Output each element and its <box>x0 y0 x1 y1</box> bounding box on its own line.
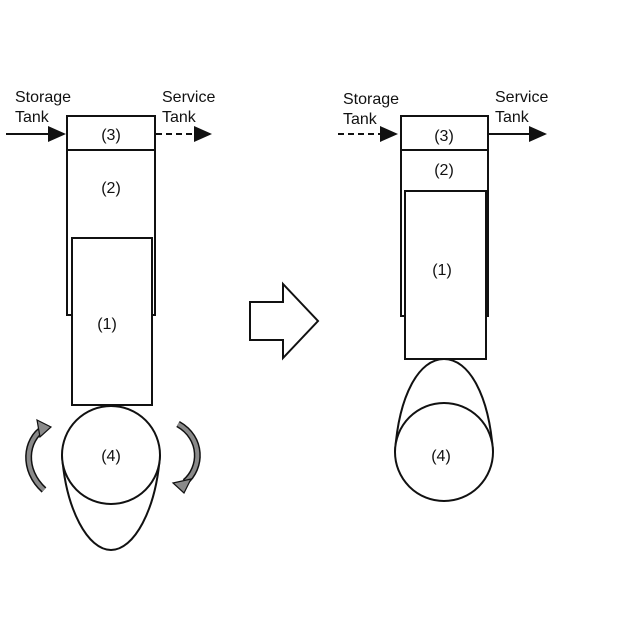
left-cam-label: (4) <box>101 448 121 465</box>
left-valve-chamber-label: (3) <box>101 127 121 144</box>
left-inlet-label-line2: Tank <box>15 109 50 126</box>
right-cam-label: (4) <box>431 448 451 465</box>
left-outlet-label-line2: Tank <box>162 109 197 126</box>
right-plunger-label: (1) <box>432 262 452 279</box>
left-plunger-label: (1) <box>97 316 117 333</box>
transition-arrow-icon <box>250 284 318 358</box>
right-outlet-label-line1: Service <box>495 89 548 106</box>
left-outlet-label-line1: Service <box>162 89 215 106</box>
left-pump-chamber-label: (2) <box>101 180 121 197</box>
right-valve-chamber-label: (3) <box>434 128 454 145</box>
left-state: Storage Tank Service Tank (3) (2) (1) (4… <box>6 89 215 550</box>
right-outlet-label-line2: Tank <box>495 109 530 126</box>
right-state: Storage Tank Service Tank (3) (2) (1) (4… <box>338 89 548 501</box>
left-inlet-label-line1: Storage <box>15 89 71 106</box>
right-inlet-label-line2: Tank <box>343 111 378 128</box>
right-pump-chamber-label: (2) <box>434 162 454 179</box>
right-rotation-arrow-icon <box>173 424 197 493</box>
left-rotation-arrow-icon <box>29 420 51 490</box>
right-inlet-label-line1: Storage <box>343 91 399 108</box>
